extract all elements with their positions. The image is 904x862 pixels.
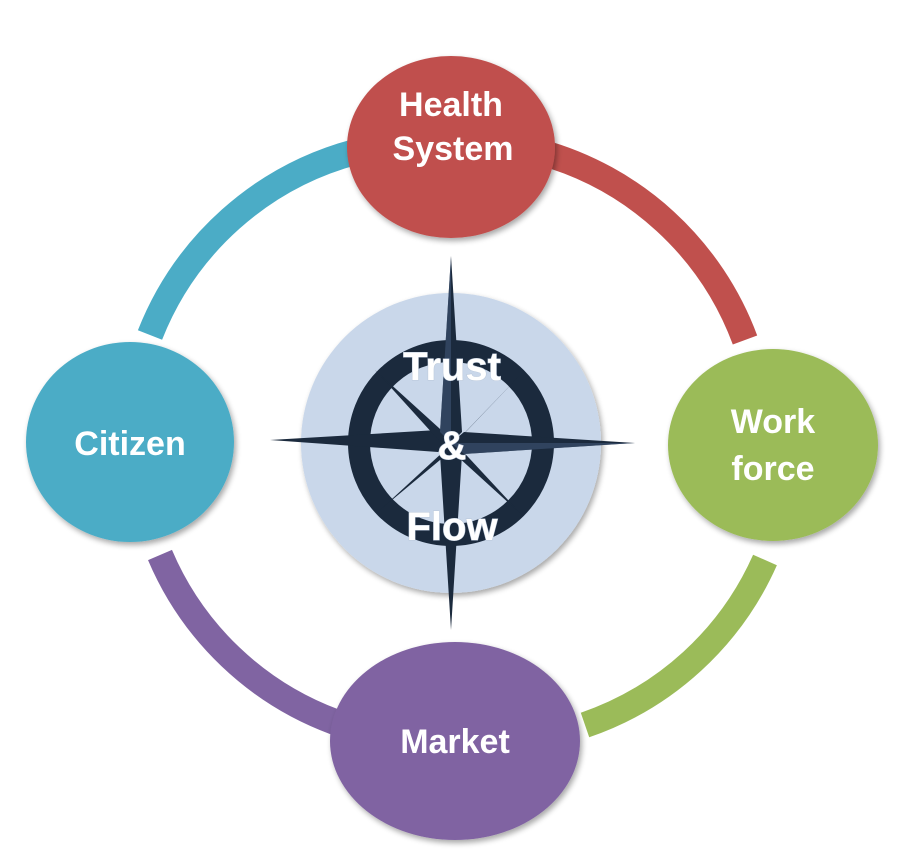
node-workforce-label-2: force: [731, 450, 814, 488]
arc-citizen-to-health: [137, 139, 359, 340]
center-label-ampersand: &: [438, 424, 467, 468]
node-market-label: Market: [400, 723, 510, 761]
node-citizen: Citizen: [26, 342, 234, 542]
node-health-system-label-1: Health: [399, 86, 503, 124]
node-workforce: Work force: [668, 349, 878, 541]
node-health-system-label-2: System: [393, 130, 514, 168]
node-health-system: Health System: [347, 56, 555, 238]
node-workforce-label-1: Work: [731, 403, 815, 441]
center-label-flow: Flow: [406, 505, 498, 549]
node-citizen-label: Citizen: [74, 425, 185, 463]
node-market: Market: [330, 642, 580, 840]
arc-workforce-to-market: [580, 554, 777, 738]
center-label-trust: Trust: [403, 345, 501, 389]
arc-market-to-citizen: [148, 549, 340, 735]
compass-icon: [270, 256, 635, 630]
arc-health-to-workforce: [536, 139, 758, 345]
